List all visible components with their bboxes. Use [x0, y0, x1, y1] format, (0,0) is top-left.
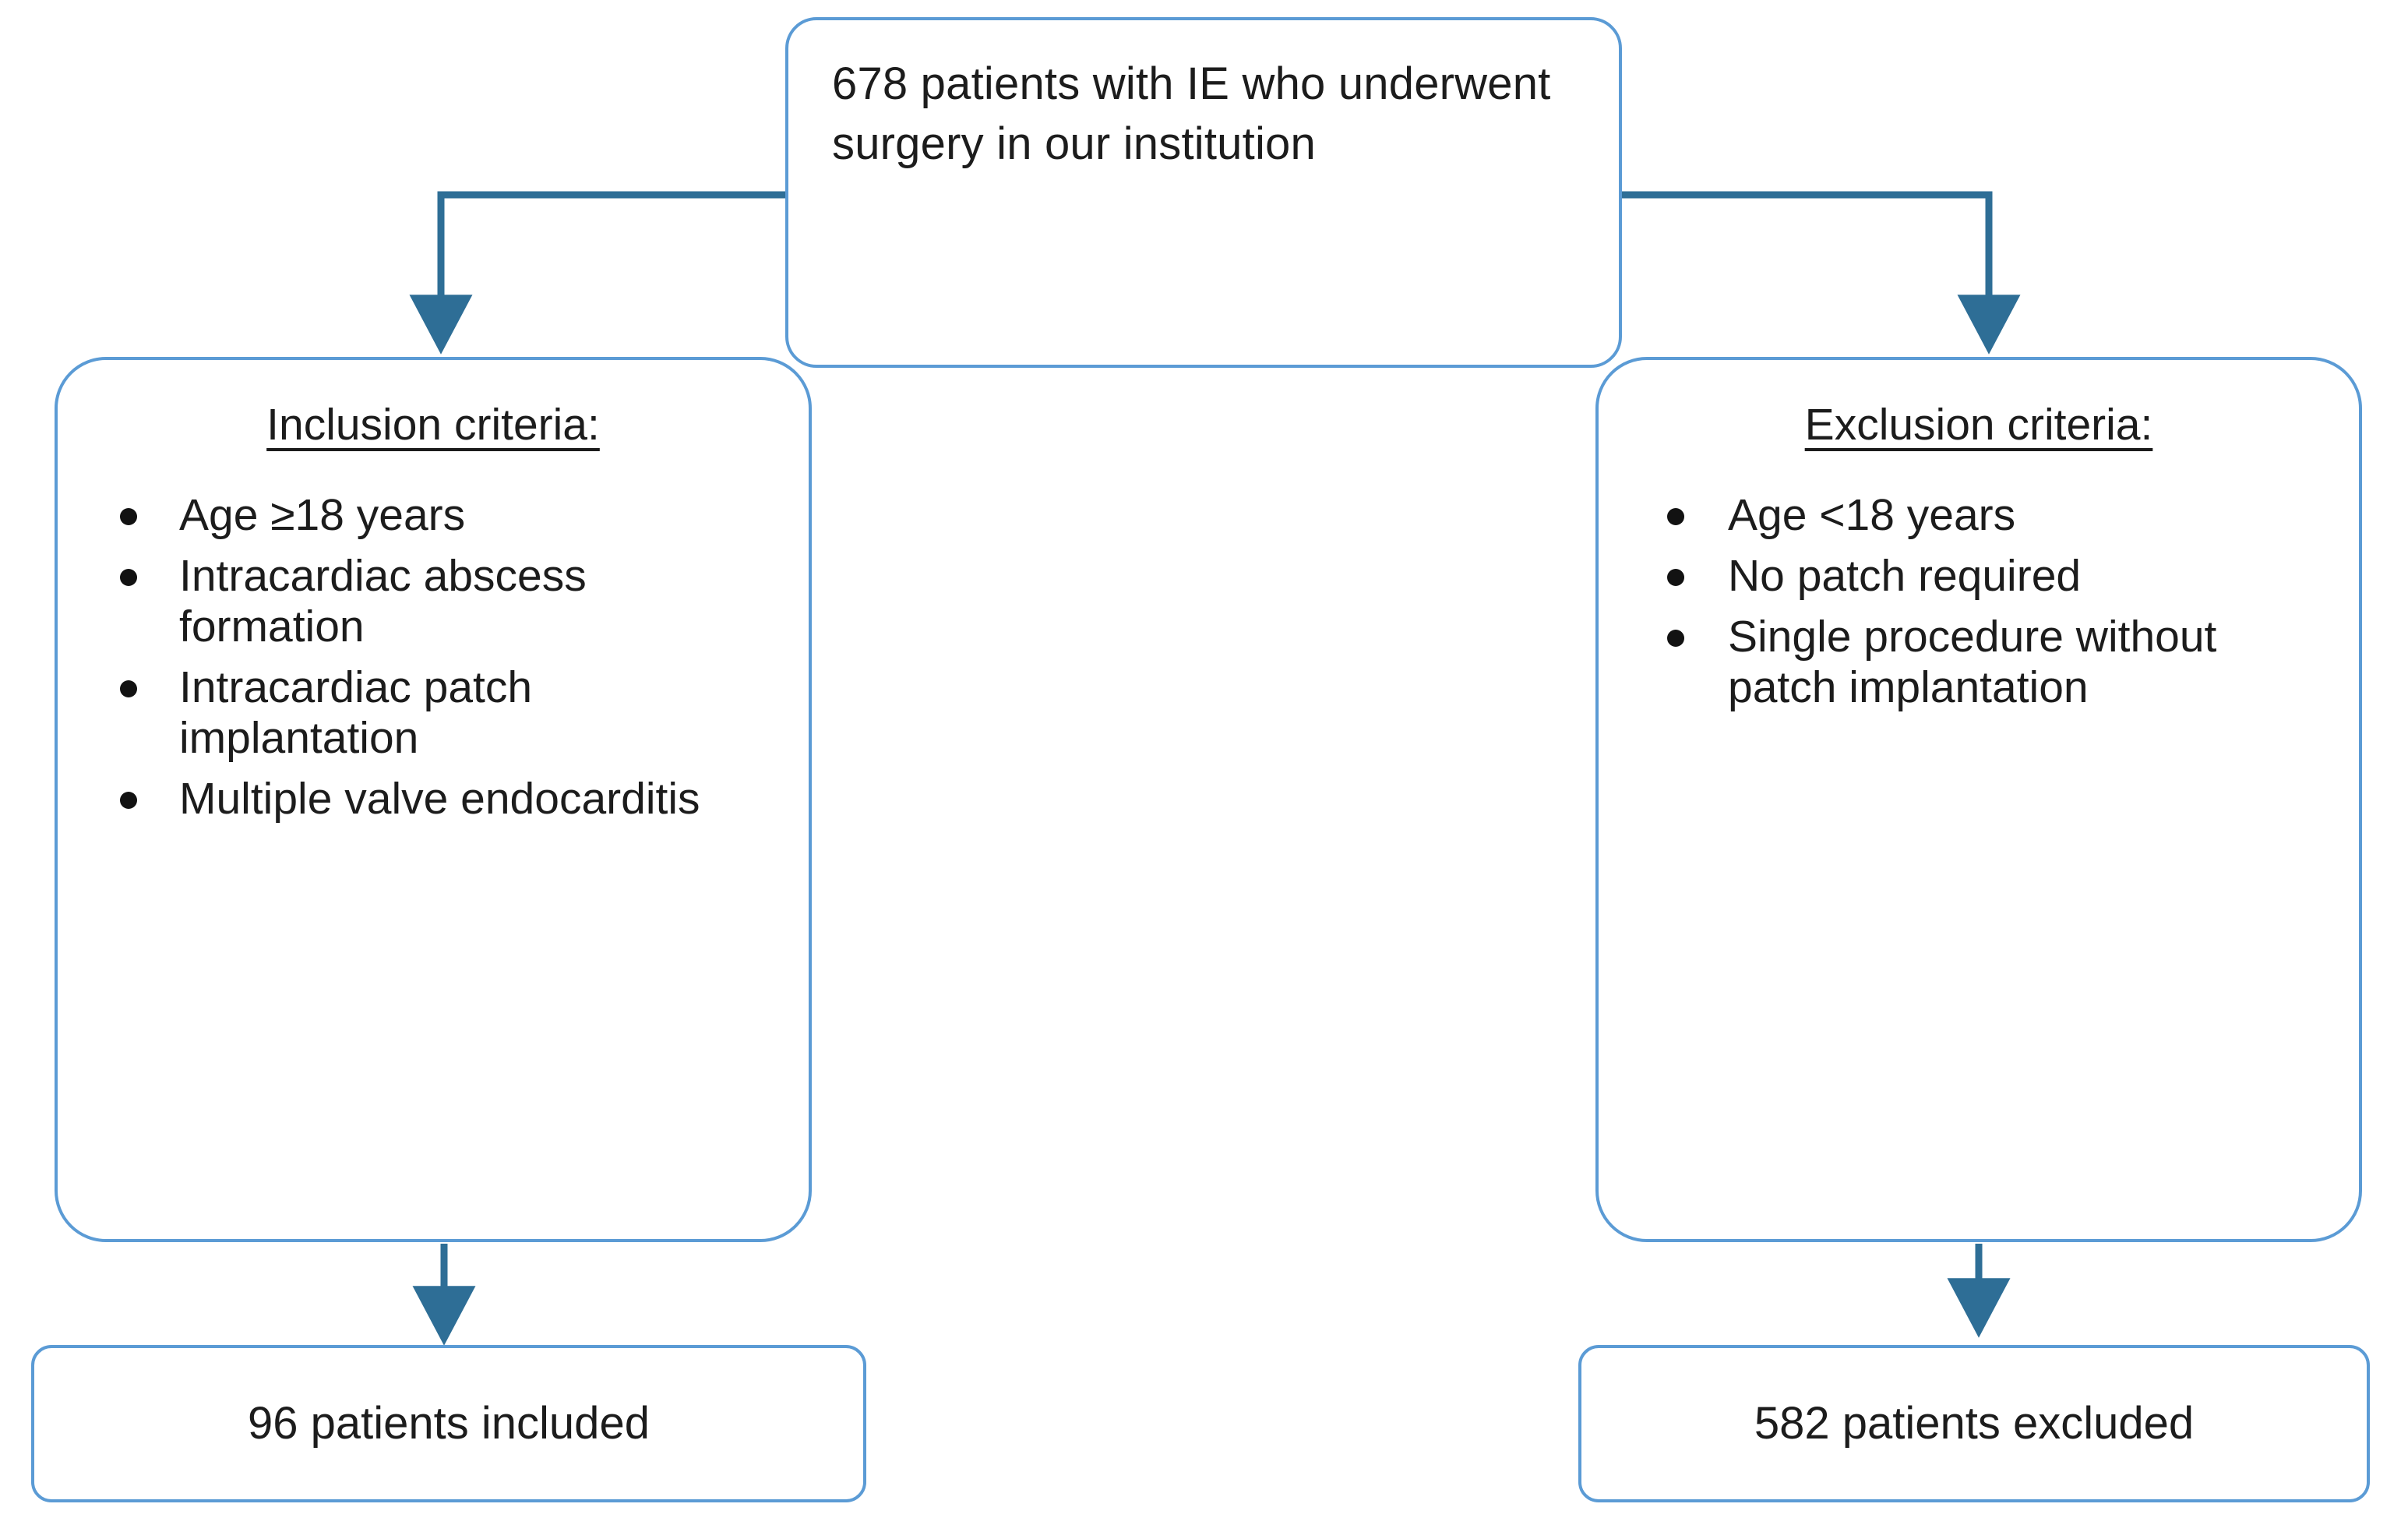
arrow-top-to-inclusion	[409, 191, 785, 355]
inclusion-criteria-list: Age ≥18 years Intracardiac abscess forma…	[89, 490, 777, 824]
node-patients-excluded: 582 patients excluded	[1578, 1345, 2370, 1502]
list-item-label: Age <18 years	[1728, 489, 2016, 540]
bullet-icon	[120, 680, 137, 697]
list-item: Single procedure without patch implantat…	[1630, 612, 2328, 713]
bullet-icon	[1667, 507, 1684, 525]
list-item-label: Intracardiac abscess formation	[179, 550, 587, 651]
list-item: No patch required	[1630, 551, 2328, 602]
bullet-icon	[1667, 568, 1684, 586]
list-item: Intracardiac patch implantation	[89, 662, 777, 764]
node-patients-included: 96 patients included	[31, 1345, 866, 1502]
list-item: Age ≥18 years	[89, 490, 777, 541]
list-item-label: Age ≥18 years	[179, 489, 466, 540]
node-patients-included-text: 96 patients included	[248, 1398, 650, 1449]
exclusion-criteria-title: Exclusion criteria:	[1804, 400, 2153, 450]
bullet-icon	[120, 791, 137, 809]
node-total-patients: 678 patients with IE who underwent surge…	[785, 17, 1622, 368]
node-patients-excluded-text: 582 patients excluded	[1754, 1398, 2195, 1449]
bullet-icon	[120, 507, 137, 525]
bullet-icon	[120, 568, 137, 586]
list-item: Age <18 years	[1630, 490, 2328, 541]
arrow-top-to-exclusion	[1622, 191, 2021, 355]
node-exclusion-criteria: Exclusion criteria: Age <18 years No pat…	[1595, 357, 2362, 1242]
list-item-label: Single procedure without patch implantat…	[1728, 611, 2217, 712]
inclusion-criteria-title: Inclusion criteria:	[266, 400, 600, 450]
bullet-icon	[1667, 629, 1684, 647]
list-item: Intracardiac abscess formation	[89, 551, 777, 652]
list-item-label: Intracardiac patch implantation	[179, 662, 533, 763]
list-item-label: Multiple valve endocarditis	[179, 773, 700, 824]
exclusion-criteria-list: Age <18 years No patch required Single p…	[1630, 490, 2328, 713]
node-total-patients-text: 678 patients with IE who underwent surge…	[832, 58, 1551, 169]
list-item-label: No patch required	[1728, 550, 2082, 601]
node-inclusion-criteria: Inclusion criteria: Age ≥18 years Intrac…	[55, 357, 812, 1242]
list-item: Multiple valve endocarditis	[89, 774, 777, 824]
